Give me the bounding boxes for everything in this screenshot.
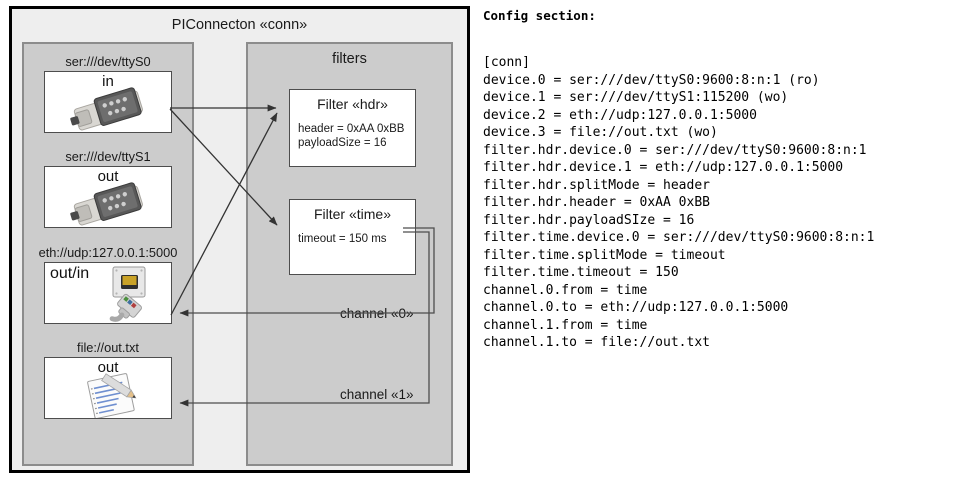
config-heading: Config section: (483, 8, 596, 23)
device-card-serial0[interactable]: in (44, 71, 172, 133)
device-caption-serial1: ser:///dev/ttyS1 (65, 149, 151, 164)
filter-node-hdr[interactable]: Filter «hdr» header = 0xAA 0xBB payloadS… (289, 89, 416, 167)
device-direction-ethernet: out/in (50, 265, 90, 282)
device-card-serial1[interactable]: out (44, 166, 172, 228)
filter-node-time[interactable]: Filter «time» timeout = 150 ms (289, 199, 416, 275)
filter-title-hdr: Filter «hdr» (317, 96, 388, 112)
device-caption-ethernet: eth://udp:127.0.0.1:5000 (38, 245, 178, 260)
config-body-text: [conn] device.0 = ser:///dev/ttyS0:9600:… (483, 55, 875, 350)
diagram-outer-frame: PIConnecton «conn» ser:///dev/ttyS0 in (9, 6, 470, 473)
ethernet-jack-icon (101, 266, 167, 323)
device-card-ethernet[interactable]: out/in (44, 262, 172, 324)
serial-port-icon (67, 181, 153, 227)
filter-attr-hdr-payloadsize: payloadSize = 16 (298, 137, 387, 149)
channel-label-1: channel «1» (340, 387, 414, 402)
device-caption-file: file://out.txt (77, 340, 139, 355)
filters-group: filters Filter «hdr» header = 0xAA 0xBB … (246, 42, 453, 466)
device-node-serial1[interactable]: ser:///dev/ttyS1 out (44, 149, 172, 228)
filter-title-time: Filter «time» (313, 206, 392, 222)
serial-port-icon (67, 86, 153, 132)
filters-group-title: filters (332, 51, 367, 67)
filter-attr-hdr-header: header = 0xAA 0xBB (298, 123, 405, 135)
config-section: Config section: [conn] device.0 = ser://… (481, 0, 964, 484)
document-pencil-icon (85, 372, 147, 418)
devices-group: ser:///dev/ttyS0 in (22, 42, 194, 466)
filter-attr-time-timeout: timeout = 150 ms (298, 233, 387, 245)
device-node-serial0[interactable]: ser:///dev/ttyS0 in (44, 54, 172, 133)
device-card-file[interactable]: out (44, 357, 172, 419)
device-node-ethernet[interactable]: eth://udp:127.0.0.1:5000 out/in (39, 245, 177, 324)
channel-label-0: channel «0» (340, 306, 414, 321)
device-caption-serial0: ser:///dev/ttyS0 (65, 54, 151, 69)
device-node-file[interactable]: file://out.txt out (44, 340, 172, 419)
page-title: PIConnecton «conn» (171, 17, 308, 33)
